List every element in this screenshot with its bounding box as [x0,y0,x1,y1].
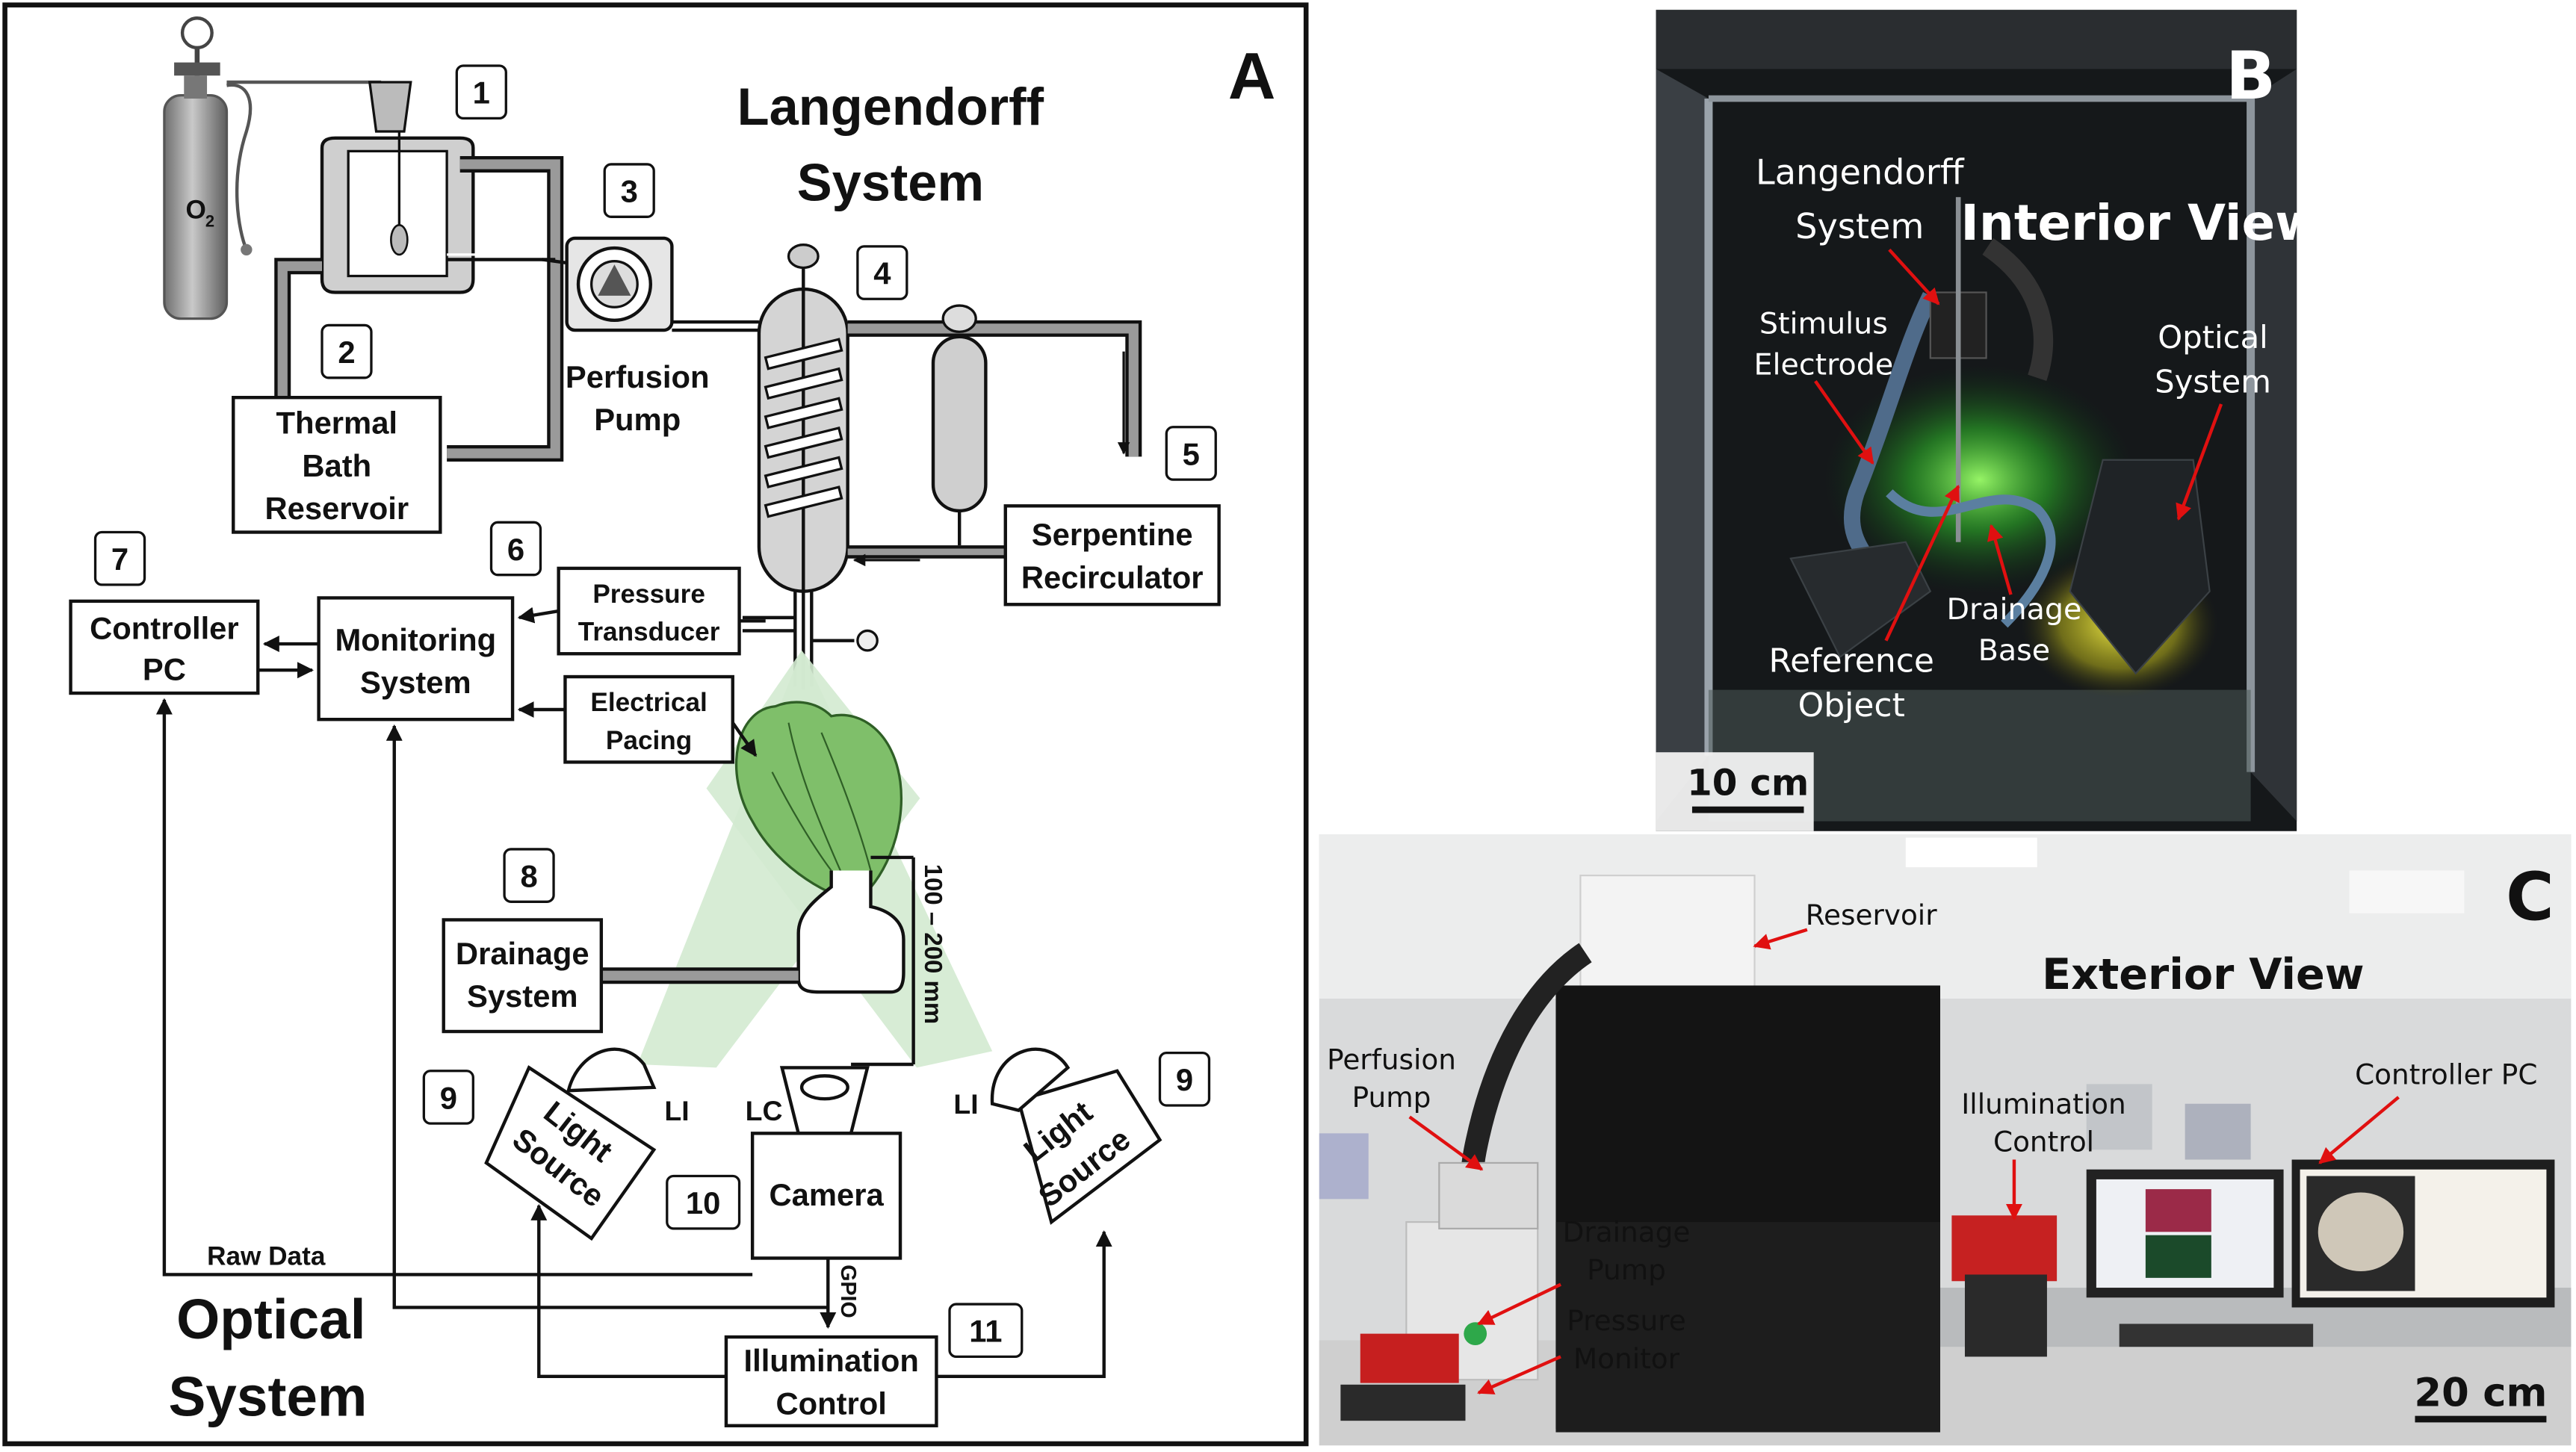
panel-c-photo: C Exterior View Reservoir Perfusion Pump… [1319,834,2572,1446]
b-stimulus-line2: Electrode [1754,347,1894,382]
illumination-control-box: Illumination Control [724,1335,938,1427]
bubble-trap [847,304,1142,559]
optical-system-title-line2: System [168,1365,367,1428]
panel-a: A Langendorff System Optical System O 2 [2,2,1309,1447]
controller-line1: Controller [90,610,239,645]
signal-connectors [155,606,1112,1378]
serpentine-line1: Serpentine [1032,517,1193,552]
monitoring-system-box: Monitoring System [317,596,515,722]
panel-a-letter: A [1228,39,1276,113]
number-badges: 1 2 3 4 5 6 7 8 9 9 10 11 [93,64,1217,1359]
electrical-pacing-line1: Electrical [590,688,707,717]
o2-label: O [185,196,205,225]
panel-b-letter: B [2226,37,2276,114]
badge-3: 3 [621,174,638,209]
pressure-gauge-icon [180,16,214,50]
badge-7: 7 [111,542,129,577]
thermal-bath-line2: Bath [302,448,371,483]
panel-b-photo: B Interior View Langendorff System Stimu… [1656,10,2320,831]
perfusion-pump-line1: Perfusion [566,359,710,394]
li-label-left: LI [664,1095,689,1126]
illumination-line2: Control [775,1386,886,1421]
b-optical-line1: Optical [2158,319,2268,356]
interior-view-heading: Interior View [1960,194,2320,252]
thermal-bath-line1: Thermal [276,406,397,441]
electrical-pacing-line2: Pacing [606,726,692,755]
serpentine-box: Serpentine Recirculator [1003,504,1221,606]
badge-4: 4 [873,255,891,291]
c-drainage-line1: Drainage [1563,1215,1691,1248]
badge-5: 5 [1183,436,1200,471]
heat-exchanger-coil [757,243,849,690]
perfusion-pump-line2: Pump [594,402,681,437]
c-illumination-line2: Control [1993,1126,2094,1158]
serpentine-line2: Recirculator [1021,559,1204,595]
c-illumination-line1: Illumination [1961,1088,2125,1120]
c-pressure-line2: Monitor [1573,1342,1680,1375]
raw-data-label: Raw Data [207,1241,326,1270]
b-stimulus-line1: Stimulus [1759,306,1888,341]
b-optical-line2: System [2155,364,2271,400]
c-perfusion-line2: Pump [1352,1081,1431,1114]
perfusion-pump-icon [565,236,674,332]
c-drainage-line2: Pump [1587,1253,1666,1286]
gpio-label: GPIO [836,1265,860,1318]
c-controller-label: Controller PC [2355,1058,2537,1090]
badge-9-left: 9 [440,1080,457,1115]
distance-label: 100 – 200 mm [920,864,947,1024]
c-reservoir-label: Reservoir [1806,899,1937,931]
c-red-arrows [1408,928,2400,1394]
b-drainage-line2: Base [1978,633,2050,668]
exterior-view-heading: Exterior View [2042,950,2365,999]
panel-c-letter: C [2506,858,2554,935]
badge-11: 11 [969,1314,1002,1349]
badge-6: 6 [507,532,524,567]
optical-system-title-line1: Optical [176,1288,365,1350]
langendorff-title-line2: System [797,152,984,211]
monitoring-line2: System [360,665,471,700]
controller-pc-box: Controller PC [69,599,260,695]
pressure-transducer-line2: Transducer [578,618,720,647]
c-pressure-line1: Pressure [1567,1304,1686,1337]
badge-1: 1 [473,75,490,111]
b-reference-line2: Object [1798,686,1905,725]
b-drainage-line1: Drainage [1947,592,2082,627]
badge-9-right: 9 [1176,1062,1193,1097]
c-reservoir-box [1579,875,1756,998]
drainage-line2: System [467,978,578,1014]
camera-label: Camera [769,1177,884,1212]
lc-label: LC [746,1095,783,1126]
badge-8: 8 [520,859,537,894]
c-scale-label: 20 cm [2414,1370,2547,1415]
b-reference-line1: Reference [1769,642,1934,680]
badge-2: 2 [338,335,355,370]
drainage-line1: Drainage [456,936,589,971]
oxygen-cylinder: O 2 [163,16,253,320]
langendorff-title-line1: Langendorff [737,77,1044,136]
b-scale-label: 10 cm [1687,762,1809,804]
electrical-pacing-box: Electrical Pacing [563,674,734,764]
reservoir-vessel [320,81,475,294]
badge-10: 10 [686,1185,720,1220]
o2-subscript: 2 [205,212,214,231]
thermal-bath-box: Thermal Bath Reservoir [232,396,442,534]
pressure-transducer-box: Pressure Transducer [557,566,741,656]
controller-line2: PC [143,651,186,686]
heart-icon [735,701,902,902]
thermal-bath-line3: Reservoir [264,491,409,526]
pressure-transducer-line1: Pressure [592,580,705,609]
li-label-right: LI [953,1088,978,1120]
illumination-line1: Illumination [744,1343,919,1378]
camera-icon: Camera [750,1066,902,1260]
drainage-system-box: Drainage System [442,918,604,1034]
b-langendorff-line1: Langendorff [1756,152,1965,192]
monitoring-line1: Monitoring [335,622,496,657]
c-perfusion-line1: Perfusion [1327,1043,1456,1076]
b-langendorff-line2: System [1795,206,1924,246]
b-red-arrows [1814,248,2223,642]
